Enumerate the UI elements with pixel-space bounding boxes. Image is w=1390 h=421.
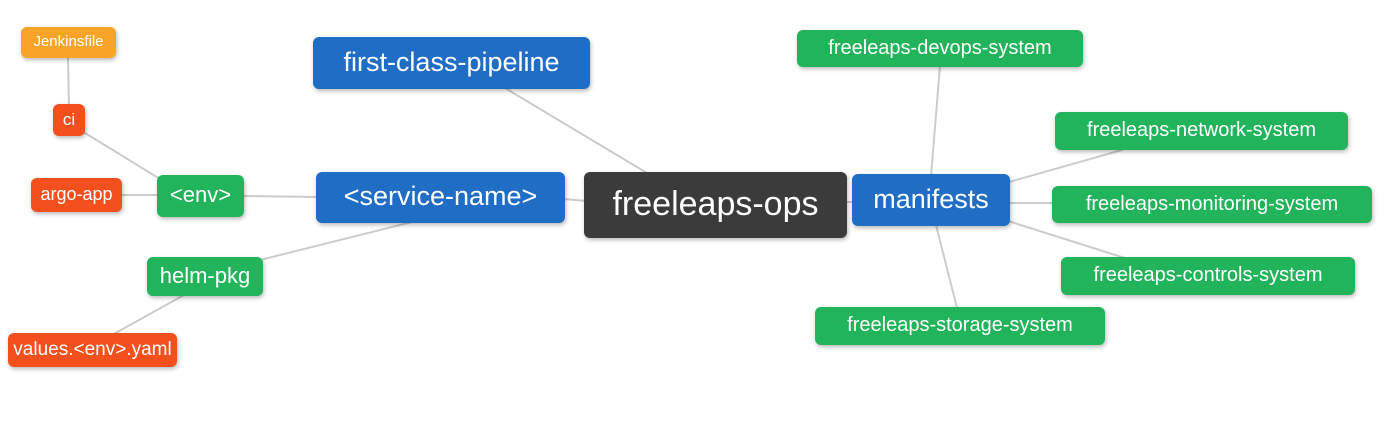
node-helm-pkg[interactable]: helm-pkg [147, 257, 263, 296]
edge-jenkinsfile--ci [67, 57, 70, 107]
node-argo-app[interactable]: argo-app [31, 178, 122, 212]
edge-env--service-name [242, 195, 319, 198]
node-freeleaps-ops[interactable]: freeleaps-ops [584, 172, 847, 238]
node-first-class-pipeline[interactable]: first-class-pipeline [313, 37, 590, 89]
edge-first-class-pipeline--freeleaps-ops [504, 87, 653, 177]
node-label: freeleaps-controls-system [1093, 264, 1323, 286]
node-label: freeleaps-ops [612, 185, 819, 223]
node-freeleaps-controls-system[interactable]: freeleaps-controls-system [1061, 257, 1355, 295]
node-label: ci [62, 109, 76, 129]
node-label: manifests [873, 183, 989, 214]
node-freeleaps-network-system[interactable]: freeleaps-network-system [1055, 112, 1348, 150]
node-values-env-yaml[interactable]: values.<env>.yaml [8, 333, 177, 367]
node-label: <env> [169, 182, 232, 207]
node-label: <service-name> [343, 181, 538, 211]
node-label: freeleaps-storage-system [847, 314, 1073, 336]
edge-manifests--freeleaps-network-system [1008, 149, 1123, 183]
node-ci[interactable]: ci [53, 104, 85, 136]
node-label: values.<env>.yaml [13, 338, 172, 360]
node-label: freeleaps-monitoring-system [1085, 192, 1339, 215]
node-freeleaps-devops-system[interactable]: freeleaps-devops-system [797, 30, 1083, 67]
node-label: freeleaps-network-system [1087, 119, 1316, 141]
node-label: freeleaps-devops-system [828, 36, 1052, 59]
node-label: first-class-pipeline [343, 46, 560, 77]
node-label: helm-pkg [159, 262, 251, 288]
edge-manifests--freeleaps-devops-system [930, 65, 941, 177]
edge-service-name--helm-pkg [251, 221, 413, 263]
node-service-name[interactable]: <service-name> [316, 172, 565, 223]
node-env[interactable]: <env> [157, 175, 244, 217]
node-manifests[interactable]: manifests [852, 174, 1010, 226]
node-label: argo-app [40, 184, 113, 204]
node-jenkinsfile[interactable]: Jenkinsfile [21, 27, 116, 58]
edge-helm-pkg--values-env-yaml [111, 294, 185, 336]
edge-manifests--freeleaps-controls-system [1007, 220, 1129, 260]
node-label: Jenkinsfile [33, 33, 104, 50]
edge-manifests--freeleaps-storage-system [935, 224, 958, 309]
node-freeleaps-monitoring-system[interactable]: freeleaps-monitoring-system [1052, 186, 1372, 223]
node-freeleaps-storage-system[interactable]: freeleaps-storage-system [815, 307, 1105, 345]
